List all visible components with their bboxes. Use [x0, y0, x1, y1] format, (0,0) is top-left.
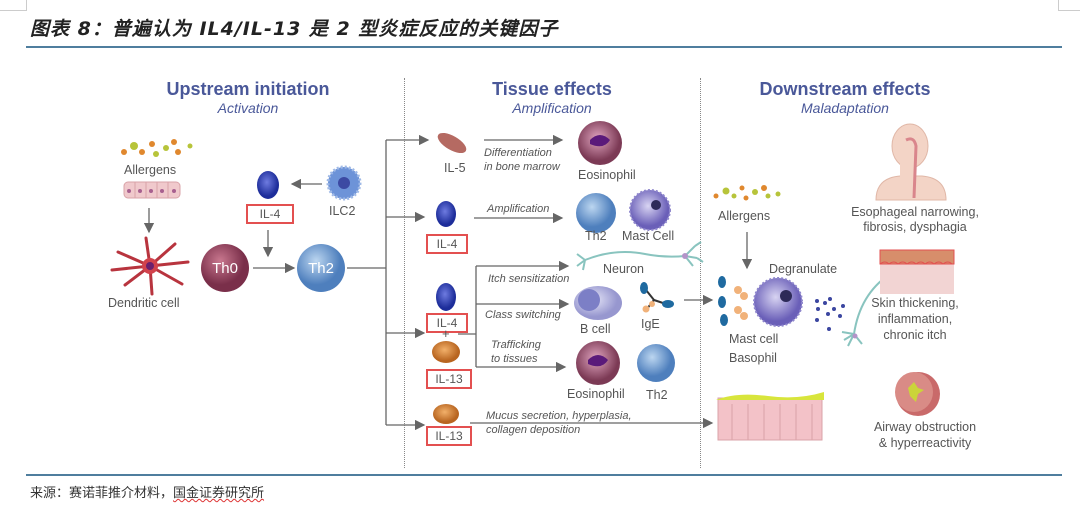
eosinophil-icon [578, 121, 622, 165]
il4-highlight-box: IL-4 [426, 234, 468, 254]
b-cell-label: B cell [580, 322, 611, 336]
mast-cell-label: Mast cell [729, 332, 779, 346]
il13-highlight-box: IL-13 [426, 369, 472, 389]
th2-label: Th2 [308, 260, 334, 277]
airway-effect-label: Airway obstruction [873, 420, 977, 434]
ige-label: IgE [641, 317, 660, 331]
il5-molecule-icon [437, 132, 467, 154]
section-divider [700, 78, 701, 468]
dendritic-cell-label: Dendritic cell [108, 296, 180, 310]
dendritic-cell-icon [110, 236, 190, 296]
class-switching-label: Class switching [485, 309, 561, 321]
bound-ige-icon [718, 276, 748, 326]
skin-effect-label-3: chronic itch [883, 328, 947, 342]
ige-antibody-icon [640, 282, 674, 313]
b-cell-icon [574, 286, 622, 320]
il13-molecule-icon [432, 341, 460, 363]
degranulate-label: Degranulate [769, 262, 838, 276]
section-title-upstream: Upstream initiation [166, 79, 330, 99]
source-note: 来源：赛诺菲推介材料，国金证券研究所 [30, 482, 264, 501]
eosinophil-label: Eosinophil [578, 168, 636, 182]
trafficking-label-2: to tissues [491, 353, 538, 365]
section-title-tissue: Tissue effects [492, 79, 612, 99]
neuron-icon [576, 241, 704, 271]
airway-cross-section-icon [895, 372, 940, 416]
itch-sensitization-label: Itch sensitization [488, 273, 570, 285]
il4-highlight-box: IL-4 [426, 313, 468, 333]
esophageal-effect-label-2: fibrosis, dysphagia [863, 220, 967, 234]
section-title-downstream: Downstream effects [759, 79, 931, 99]
mucus-label-2: collagen deposition [486, 424, 581, 436]
eosinophil-label: Eosinophil [567, 387, 625, 401]
airway-effect-label-2: & hyperreactivity [878, 436, 972, 450]
allergens-icon [713, 185, 781, 201]
esophageal-effect-label: Esophageal narrowing, [851, 205, 979, 219]
neuron-label: Neuron [603, 262, 644, 276]
source-rule [26, 474, 1062, 476]
epithelial-cells-icon [123, 181, 181, 199]
page-corner-mark [1058, 0, 1080, 11]
section-subtitle-downstream: Maladaptation [801, 100, 889, 116]
source-institution: 国金证券研究所 [173, 486, 265, 501]
trafficking-label: Trafficking [491, 339, 541, 351]
il4-highlight-box: IL-4 [246, 204, 294, 224]
mucus-label: Mucus secretion, hyperplasia, [486, 410, 632, 422]
th2-cell-icon [637, 344, 675, 382]
il13-highlight-box: IL-13 [426, 426, 472, 446]
allergens-label: Allergens [124, 163, 177, 177]
il4-molecule-icon [257, 171, 279, 199]
skin-effect-label-2: inflammation, [877, 312, 953, 326]
figure-title: 图表 8：普遍认为 IL4/IL-13 是 2 型炎症反应的关键因子 [30, 18, 559, 40]
mast-cell-label: Mast Cell [622, 229, 675, 243]
il4-molecule-icon [436, 283, 456, 311]
th2-label: Th2 [585, 229, 607, 243]
il4-molecule-icon [436, 201, 456, 227]
granules-icon [815, 297, 845, 331]
th0-label: Th0 [212, 260, 238, 277]
plus-sign: + [442, 326, 450, 341]
section-subtitle-tissue: Amplification [512, 100, 592, 116]
section-divider [404, 78, 405, 468]
title-rule [26, 46, 1062, 48]
th2-cell-icon [297, 244, 345, 292]
basophil-label: Basophil [729, 351, 777, 365]
mast-cell-icon [753, 277, 803, 327]
th2-label: Th2 [646, 388, 668, 402]
th2-cell-icon [576, 193, 616, 233]
il5-label: IL-5 [444, 161, 466, 175]
human-torso-icon [875, 123, 947, 201]
differentiation-label: Differentiation [484, 147, 552, 159]
ilc2-label: ILC2 [329, 204, 356, 218]
mast-cell-icon [629, 189, 671, 231]
airway-epithelium-icon [716, 392, 824, 441]
page-corner-mark [0, 0, 27, 11]
skin-tissue-icon [879, 249, 955, 294]
allergens-icon [121, 139, 193, 157]
amplification-label: Amplification [487, 203, 550, 215]
ilc2-cell-icon [326, 165, 362, 201]
il13-molecule-icon [433, 404, 459, 424]
section-subtitle-upstream: Activation [217, 100, 279, 116]
skin-effect-label: Skin thickening, [871, 296, 959, 310]
allergens-label: Allergens [718, 209, 771, 223]
source-prefix: 来源：赛诺菲推介材料， [30, 486, 174, 501]
differentiation-label-2: in bone marrow [484, 161, 560, 173]
eosinophil-icon [576, 341, 620, 385]
th0-cell-icon [201, 244, 249, 292]
